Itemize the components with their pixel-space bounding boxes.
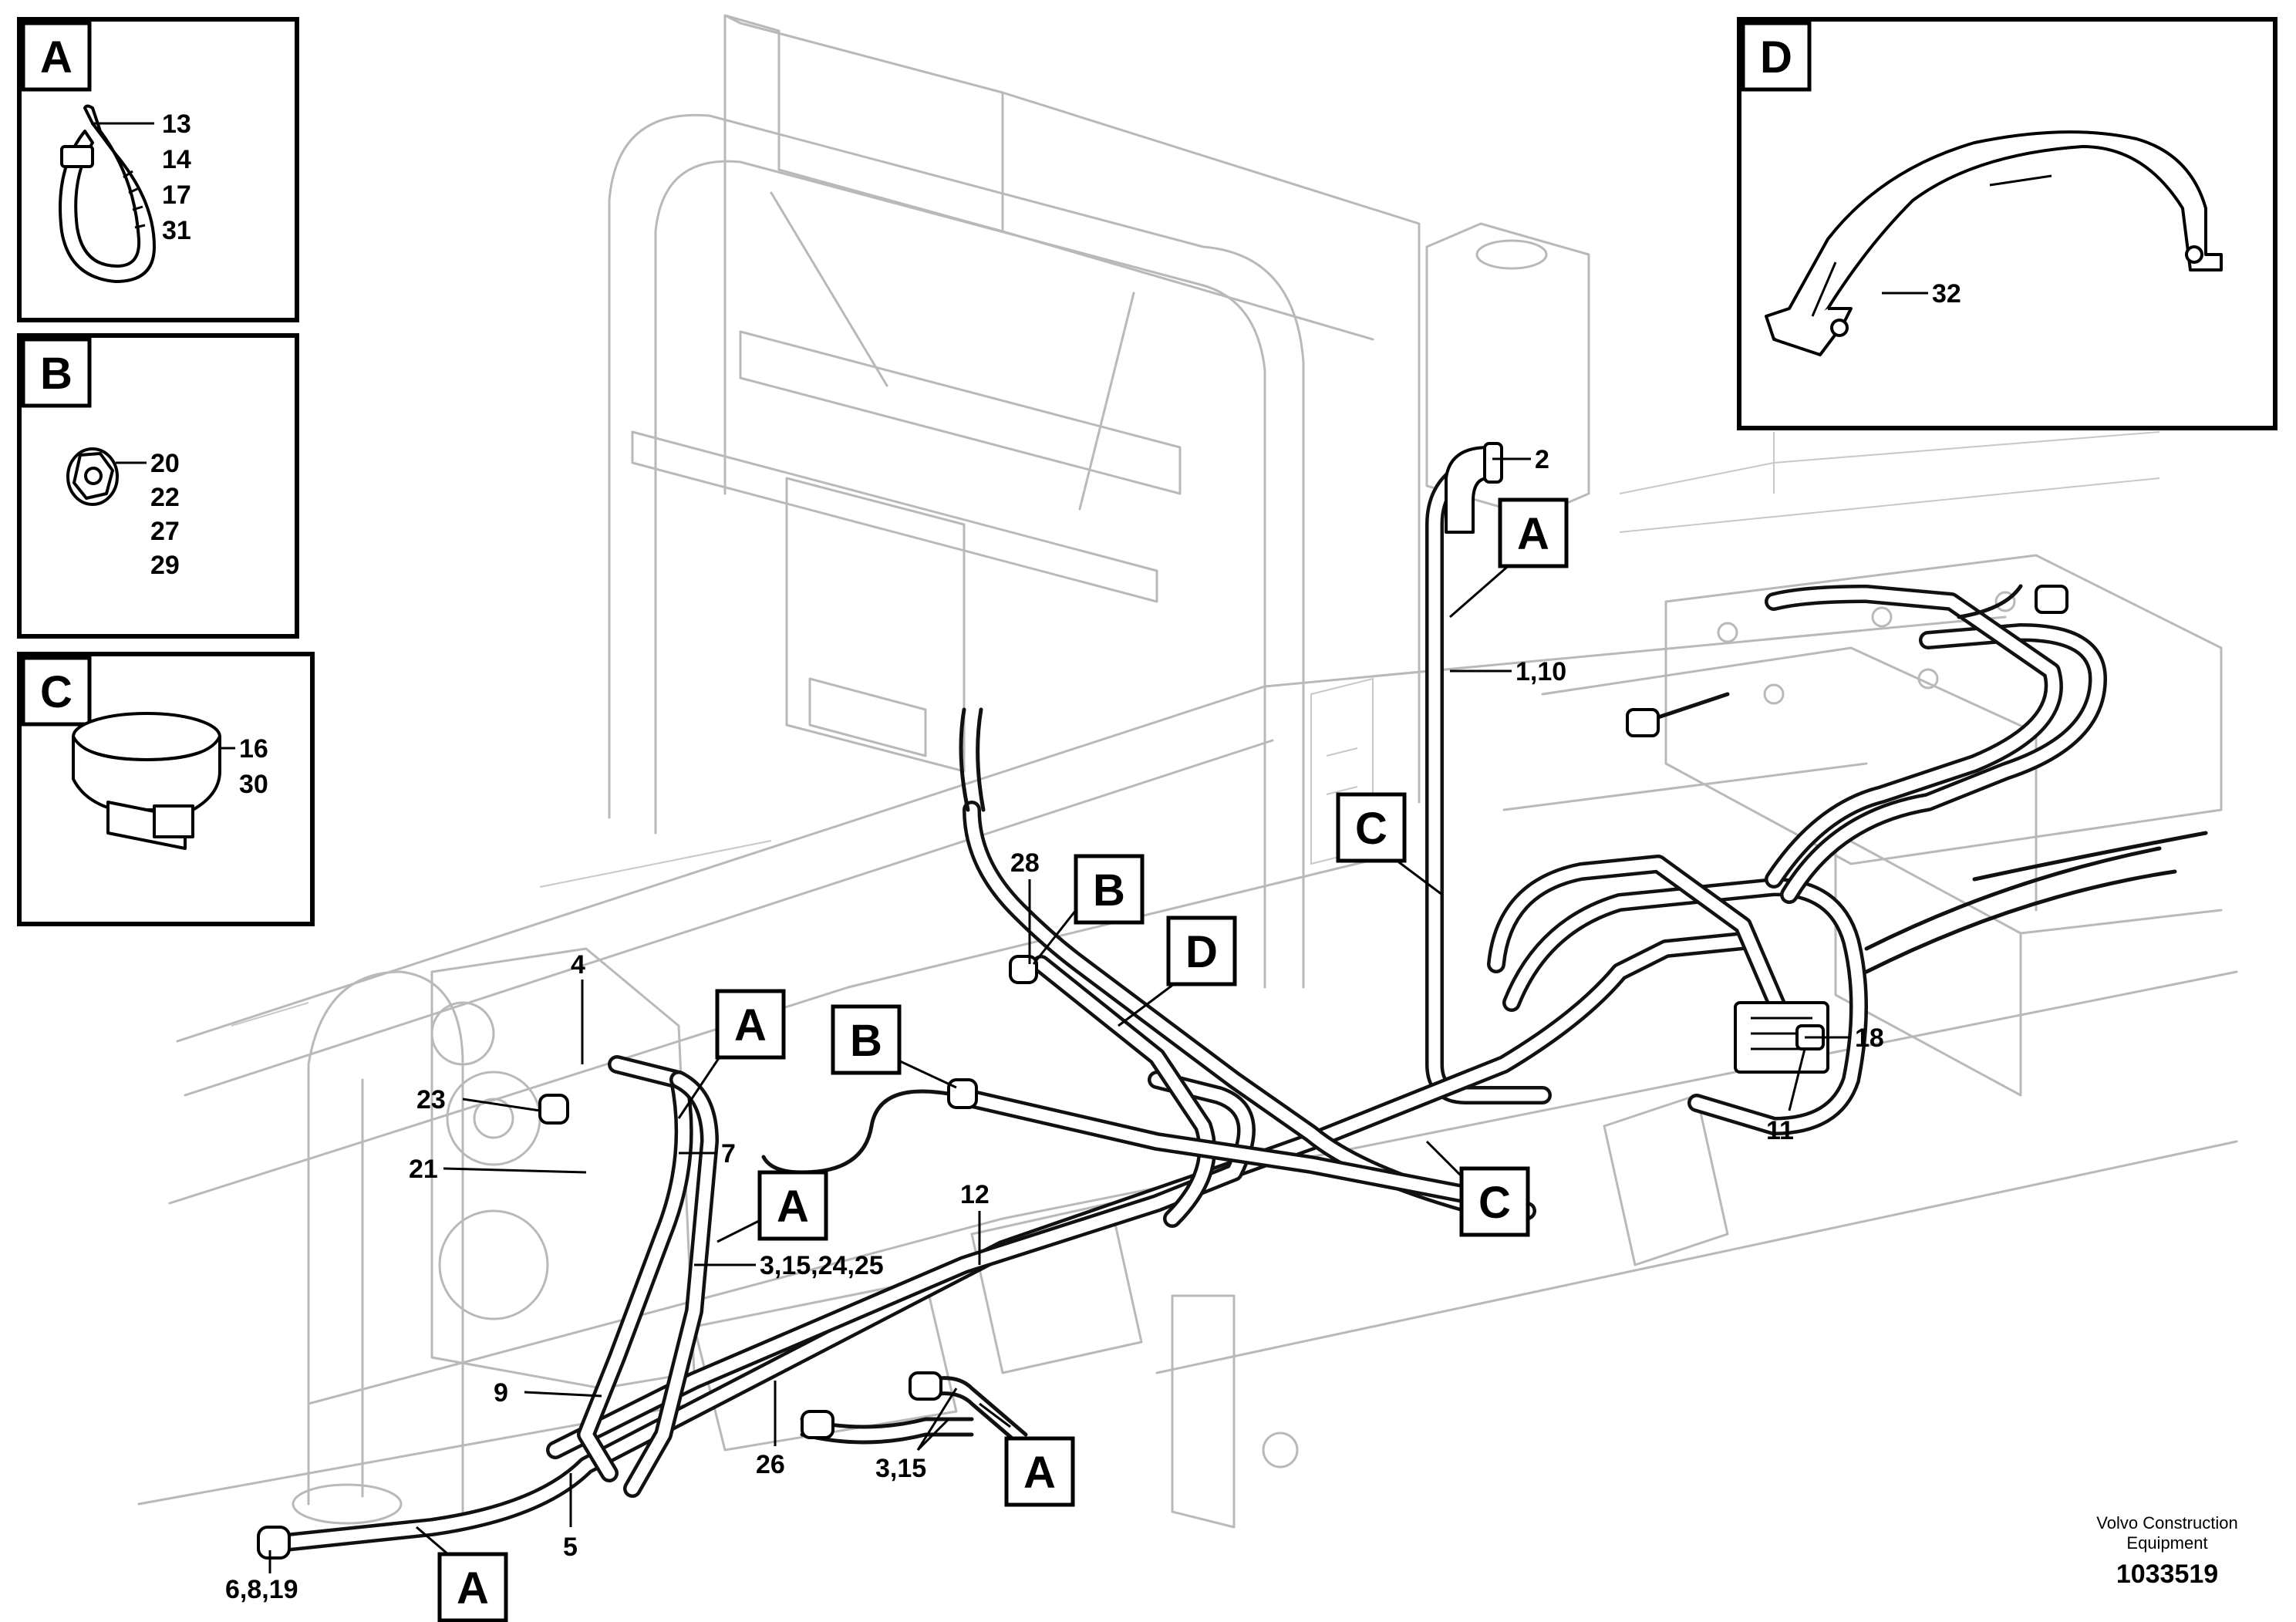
svg-text:A: A: [1517, 509, 1549, 559]
ref-box-a: A: [437, 1552, 508, 1622]
inset-a-part-4: 31: [162, 216, 191, 245]
inset-c-part-2: 30: [239, 770, 268, 799]
callout-numbers: 2 1,10 28 4 23 21 7 3,15,24,25 12 9 26 3…: [225, 445, 1884, 1604]
inset-b-part-1: 20: [150, 449, 180, 478]
svg-text:A: A: [457, 1563, 489, 1614]
title-block: Volvo Construction Equipment 1033519: [2096, 1513, 2237, 1589]
svg-text:A: A: [734, 1000, 767, 1050]
inset-b-part-3: 27: [150, 517, 180, 546]
inset-b-letter: B: [21, 337, 92, 408]
callout-12: 12: [960, 1180, 990, 1209]
hose-fitting-23: [538, 1094, 569, 1125]
ref-box-b: B: [831, 1004, 902, 1075]
company-name-line1: Volvo Construction: [2096, 1513, 2237, 1533]
inset-a-part-1: 13: [162, 110, 191, 139]
flange-nut-icon: [66, 447, 119, 506]
inset-a-letter: A: [21, 21, 92, 92]
callout-3-15-24-25: 3,15,24,25: [760, 1251, 884, 1280]
callout-28: 28: [1010, 848, 1040, 878]
ref-box-a: A: [757, 1170, 828, 1241]
company-name-line2: Equipment: [2126, 1533, 2207, 1553]
svg-text:B: B: [40, 349, 72, 399]
svg-text:A: A: [777, 1182, 809, 1232]
callout-23: 23: [416, 1085, 446, 1114]
svg-text:B: B: [850, 1016, 882, 1066]
hose-routing: [257, 442, 2208, 1560]
inset-b-part-4: 29: [150, 551, 180, 580]
machine-frame-ghost: [137, 14, 2238, 1529]
inset-a-part-3: 17: [162, 180, 191, 210]
inset-a-part-2: 14: [162, 145, 191, 174]
callout-21: 21: [409, 1155, 438, 1184]
hose-fitting-6-8-19: [257, 1526, 291, 1560]
drawing-number: 1033519: [2116, 1560, 2218, 1589]
svg-text:C: C: [40, 667, 72, 717]
hose-clamp-icon: [72, 712, 221, 850]
callout-18: 18: [1855, 1023, 1884, 1053]
hose-fitting-28: [1009, 955, 1038, 984]
inset-d: D 32: [1737, 17, 2277, 430]
ref-box-b: B: [1074, 854, 1145, 925]
inset-b: B 20 22 27 29: [17, 333, 299, 639]
svg-text:C: C: [1355, 804, 1387, 854]
inset-c: C 16 30: [17, 652, 315, 926]
callout-2: 2: [1535, 445, 1549, 474]
svg-text:A: A: [1023, 1448, 1056, 1498]
inset-a: A 13 14 17 31: [17, 17, 299, 322]
callout-7: 7: [721, 1139, 736, 1168]
hose-fitting-b: [947, 1078, 978, 1109]
callout-4: 4: [571, 950, 585, 980]
cable-tie-icon: [59, 104, 156, 283]
callout-6-8-19: 6,8,19: [225, 1575, 298, 1604]
ref-box-a: A: [715, 989, 786, 1060]
svg-text:B: B: [1093, 865, 1125, 916]
callout-5: 5: [563, 1533, 578, 1562]
inset-d-letter: D: [1741, 21, 1812, 92]
callout-1-10: 1,10: [1515, 657, 1566, 686]
inset-b-part-2: 22: [150, 483, 180, 512]
svg-text:D: D: [1185, 927, 1218, 977]
inset-c-letter: C: [21, 656, 92, 727]
bracket-icon: [1765, 130, 2223, 356]
ref-box-c: C: [1459, 1166, 1530, 1237]
callout-3-15: 3,15: [875, 1454, 926, 1483]
svg-text:A: A: [40, 32, 72, 83]
ref-box-d: D: [1166, 916, 1237, 986]
ref-box-c: C: [1336, 792, 1407, 863]
inset-c-part-1: 16: [239, 734, 268, 764]
callout-9: 9: [494, 1378, 508, 1408]
callout-11: 11: [1766, 1116, 1794, 1145]
svg-text:D: D: [1760, 32, 1792, 83]
inset-d-part-1: 32: [1932, 279, 1961, 309]
ref-box-a: A: [1004, 1436, 1075, 1507]
callout-26: 26: [756, 1450, 785, 1479]
svg-text:C: C: [1478, 1178, 1511, 1228]
ref-box-a: A: [1498, 497, 1569, 568]
